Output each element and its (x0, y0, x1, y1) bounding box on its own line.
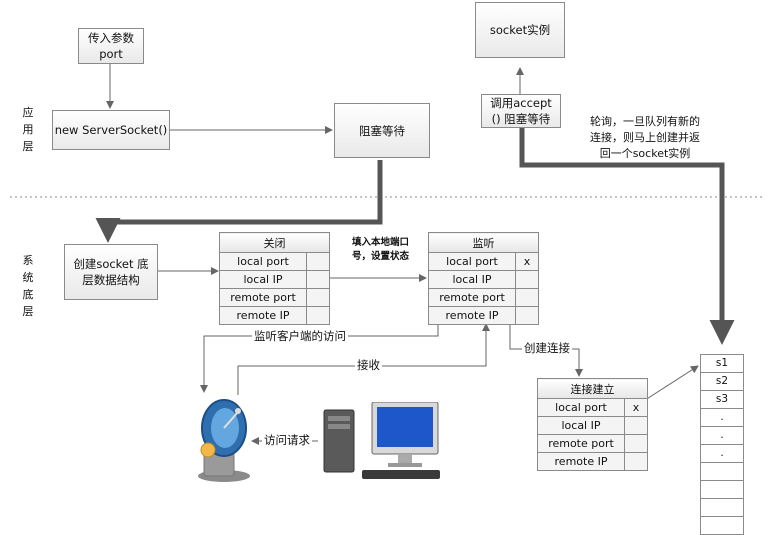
listen-client-label: 监听客户端的访问 (252, 329, 348, 344)
polling-note: 轮询，一旦队列有新的连接，则马上创建并返回一个socket实例 (590, 115, 700, 160)
create-socket-box: 创建socket 底层数据结构 (64, 244, 158, 300)
table-title: 监听 (428, 232, 539, 253)
receive-label: 接收 (355, 358, 382, 373)
accept-call-box: 调用accept () 阻塞等待 (481, 94, 561, 128)
table-row: local IP (537, 416, 648, 435)
queue-slot (701, 498, 743, 516)
layer-label-system: 系统底层 (22, 254, 34, 318)
queue-slot (701, 516, 743, 535)
queue-slot: s3 (701, 390, 743, 408)
table-row: remote port (428, 288, 539, 307)
connector-layer (10, 63, 765, 445)
table-row: remote IP (428, 306, 539, 325)
socket-instance-box: socket实例 (475, 2, 565, 58)
fill-port-note: 填入本地端口号，设置状态 (352, 237, 410, 262)
socket-table-closed: 关闭 local port local IP remote port remot… (219, 232, 330, 325)
connection-queue: s1 s2 s3 . . . (700, 354, 744, 535)
queue-slot: . (701, 408, 743, 426)
desktop-computer-icon (323, 402, 440, 479)
table-row: remote IP (537, 452, 648, 471)
blocking-wait-box: 阻塞等待 (334, 103, 430, 158)
queue-slot (701, 462, 743, 480)
queue-slot: s2 (701, 372, 743, 390)
table-row: remote port (219, 288, 330, 307)
queue-slot: . (701, 444, 743, 462)
table-row: remote IP (219, 306, 330, 325)
table-row: remote port (537, 434, 648, 453)
table-row: local IP (219, 270, 330, 289)
layer-label-app: 应用层 (22, 106, 34, 153)
table-title: 连接建立 (537, 378, 648, 399)
table-title: 关闭 (219, 232, 330, 253)
arrow-accept-to-queue (519, 128, 735, 345)
queue-slot: . (701, 426, 743, 444)
table-row: local IP (428, 270, 539, 289)
queue-slot (701, 480, 743, 498)
access-request-label: 访问请求 (262, 433, 312, 448)
arrow-wait-to-create (95, 160, 383, 243)
port-param-box: 传入参数 port (78, 28, 144, 64)
queue-slot: s1 (701, 354, 743, 372)
satellite-dish-icon (198, 399, 250, 482)
create-connection-label: 创建连接 (522, 341, 572, 356)
arrow-established-to-queue (641, 365, 699, 403)
table-row: local port (219, 252, 330, 271)
new-server-socket-box: new ServerSocket() (52, 110, 170, 150)
